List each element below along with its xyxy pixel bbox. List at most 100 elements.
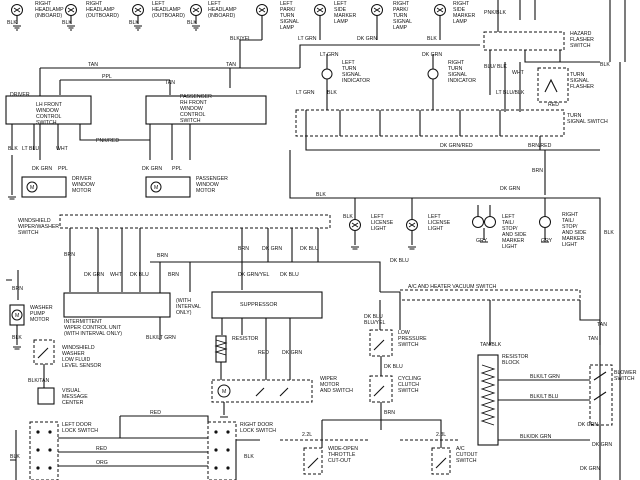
- wire-label: BRN: [238, 246, 249, 252]
- pas-l5: SWITCH: [180, 118, 201, 124]
- wire-label: GRY: [541, 238, 553, 244]
- iu-l3: (WITH INTERVAL ONLY): [64, 331, 122, 337]
- wire-label: DK GRN: [422, 52, 442, 58]
- wire-label: BLK/DK GRN: [520, 434, 552, 440]
- hazard-switch-box: [483, 31, 565, 51]
- lamp-left-marker-l4: LAMP: [334, 19, 349, 25]
- wire-label: BRN: [64, 252, 75, 258]
- wire-label: GRY: [476, 238, 488, 244]
- cc-l2: CLUTCH: [398, 382, 419, 388]
- ls-l4: LEVEL SENSOR: [62, 363, 102, 369]
- lamp-right-park-l5: LAMP: [393, 25, 408, 31]
- wire-label: DK GRN: [592, 442, 612, 448]
- right-door-lock-switch: [207, 421, 237, 480]
- left-license-light: BLK LEFT LICENSE LIGHT: [343, 198, 394, 250]
- lamp-left-headlamp-outboard-l2: HEADLAMP: [152, 7, 181, 13]
- ls-l3: LOW FLUID: [62, 357, 90, 363]
- wire-label: WHT: [512, 70, 525, 76]
- wire-label: BLU/ BLK: [484, 64, 507, 70]
- wire-label: BLK/LT GRN: [530, 374, 560, 380]
- lamp-right-park-l1: RIGHT: [393, 1, 410, 7]
- pas-l1: PASSENGER: [180, 94, 212, 100]
- lamp-left-park-l5: LAMP: [280, 25, 295, 31]
- lamp-left-park-l3: TURN: [280, 13, 295, 19]
- lls-l2: LOCK SWITCH: [62, 428, 98, 434]
- flasher-l1: TURN: [570, 72, 585, 78]
- wire-label: DK GRN/RED: [440, 143, 473, 149]
- lamp-right-park-l2: PARK/: [393, 7, 409, 13]
- lamp-left-side-marker: LEFT SIDE MARKER LAMP LT GRN: [298, 1, 356, 42]
- lls-l1: LEFT DOOR: [62, 422, 92, 428]
- lamp-left-park-l4: SIGNAL: [280, 19, 299, 25]
- drv-l4: CONTROL: [36, 114, 61, 120]
- lt-l5: MARKER: [502, 238, 524, 244]
- svg-text:M: M: [30, 185, 34, 191]
- ll-l2: LICENSE: [371, 220, 394, 226]
- lamp-left-headlamp-outboard-l3: (OUTBOARD): [152, 13, 185, 19]
- wire-label: DK GRN: [142, 166, 162, 172]
- lamp-right-side-marker-top: RIGHT SIDE MARKER LAMP BLK: [427, 1, 475, 42]
- wot-l3: CUT-OUT: [328, 458, 352, 464]
- wiper-switch-box: [59, 214, 331, 229]
- wire-label: BLK: [7, 20, 17, 26]
- pas-l2: RH FRONT: [180, 100, 208, 106]
- wire-label: BRN: [384, 410, 395, 416]
- wiper-motor-and-switch: [211, 379, 313, 403]
- svg-text:M: M: [222, 389, 226, 395]
- lti-l3: SIGNAL: [342, 72, 361, 78]
- driver-window-control-switch: [5, 95, 92, 125]
- wire-label: PNK/RED: [96, 138, 119, 144]
- ac-cutout-switch: [431, 447, 451, 475]
- wire-label: DK GRN/YEL: [238, 272, 270, 278]
- flasher-l3: FLASHER: [570, 84, 594, 90]
- wire-label: DK GRN: [500, 186, 520, 192]
- passenger-window-control-switch: [145, 95, 267, 125]
- rti-l1: RIGHT: [448, 60, 465, 66]
- suppressor-label: SUPPRESSOR: [240, 302, 278, 308]
- wire-label: RED: [96, 446, 107, 452]
- hazard-l1: HAZARD: [570, 31, 592, 37]
- wire-label: DK BLU: [364, 314, 383, 320]
- flasher-l2: SIGNAL: [570, 78, 589, 84]
- iu-l2: WIPER CONTROL UNIT: [64, 325, 122, 331]
- lamp-right-headlamp-outboard-l2: HEADLAMP: [86, 7, 115, 13]
- wire-label: DK GRN: [357, 36, 377, 42]
- wire-label: DK BLU: [280, 272, 299, 278]
- lamp-right-park-turn: RIGHT PARK/ TURN SIGNAL LAMP DK GRN: [357, 1, 412, 42]
- ll-l3: LIGHT: [371, 226, 387, 232]
- right-license-light: LEFT LICENSE LIGHT: [406, 198, 451, 250]
- suppressor: [211, 291, 323, 319]
- wire-label: WHT: [110, 272, 123, 278]
- wire-label: BLK: [600, 62, 610, 68]
- left-door-lock-switch: [29, 421, 59, 480]
- lamp-left-park-l1: LEFT: [280, 1, 294, 7]
- wire-label: DK GRN: [282, 350, 302, 356]
- wire-label: BLK: [343, 214, 353, 220]
- hazard-l2: FLASHER: [570, 37, 594, 43]
- wire-label: TAN: [597, 322, 607, 328]
- wire-label: BLK: [8, 146, 18, 152]
- vmc-l1: VISUAL: [62, 388, 81, 394]
- washer-low-fluid-sensor: [33, 339, 55, 365]
- wire-label: DK GRN: [84, 272, 104, 278]
- lti-l4: INDICATOR: [342, 78, 370, 84]
- ll-l1: LEFT: [371, 214, 385, 220]
- wire-label: DK BLU: [384, 364, 403, 370]
- wire-label: BLK: [316, 192, 326, 198]
- wide-open-throttle-cutout: [303, 447, 323, 475]
- wm-l3: AND SWITCH: [320, 388, 353, 394]
- bs-l1: BLOWER: [614, 370, 637, 376]
- wire-label: PNK/BLK: [484, 10, 506, 16]
- wire-label: BRN: [157, 253, 168, 259]
- wire-label: WHT: [56, 146, 69, 152]
- wire-label: DK GRN: [262, 246, 282, 252]
- wire-label: TAN: [165, 80, 175, 86]
- wire-label: DK GRN: [32, 166, 52, 172]
- lp-l3: SWITCH: [398, 342, 419, 348]
- lamp-right-headlamp-outboard-l3: (OUTBOARD): [86, 13, 119, 19]
- right-turn-indicator: DK GRN RIGHT TURN SIGNAL INDICATOR: [422, 52, 476, 110]
- wire-label: DK BLU: [300, 246, 319, 252]
- wire-label: DK BLU: [130, 272, 149, 278]
- lamp-left-headlamp-inboard: LEFT HEADLAMP (INBOARD) BLK: [187, 1, 237, 31]
